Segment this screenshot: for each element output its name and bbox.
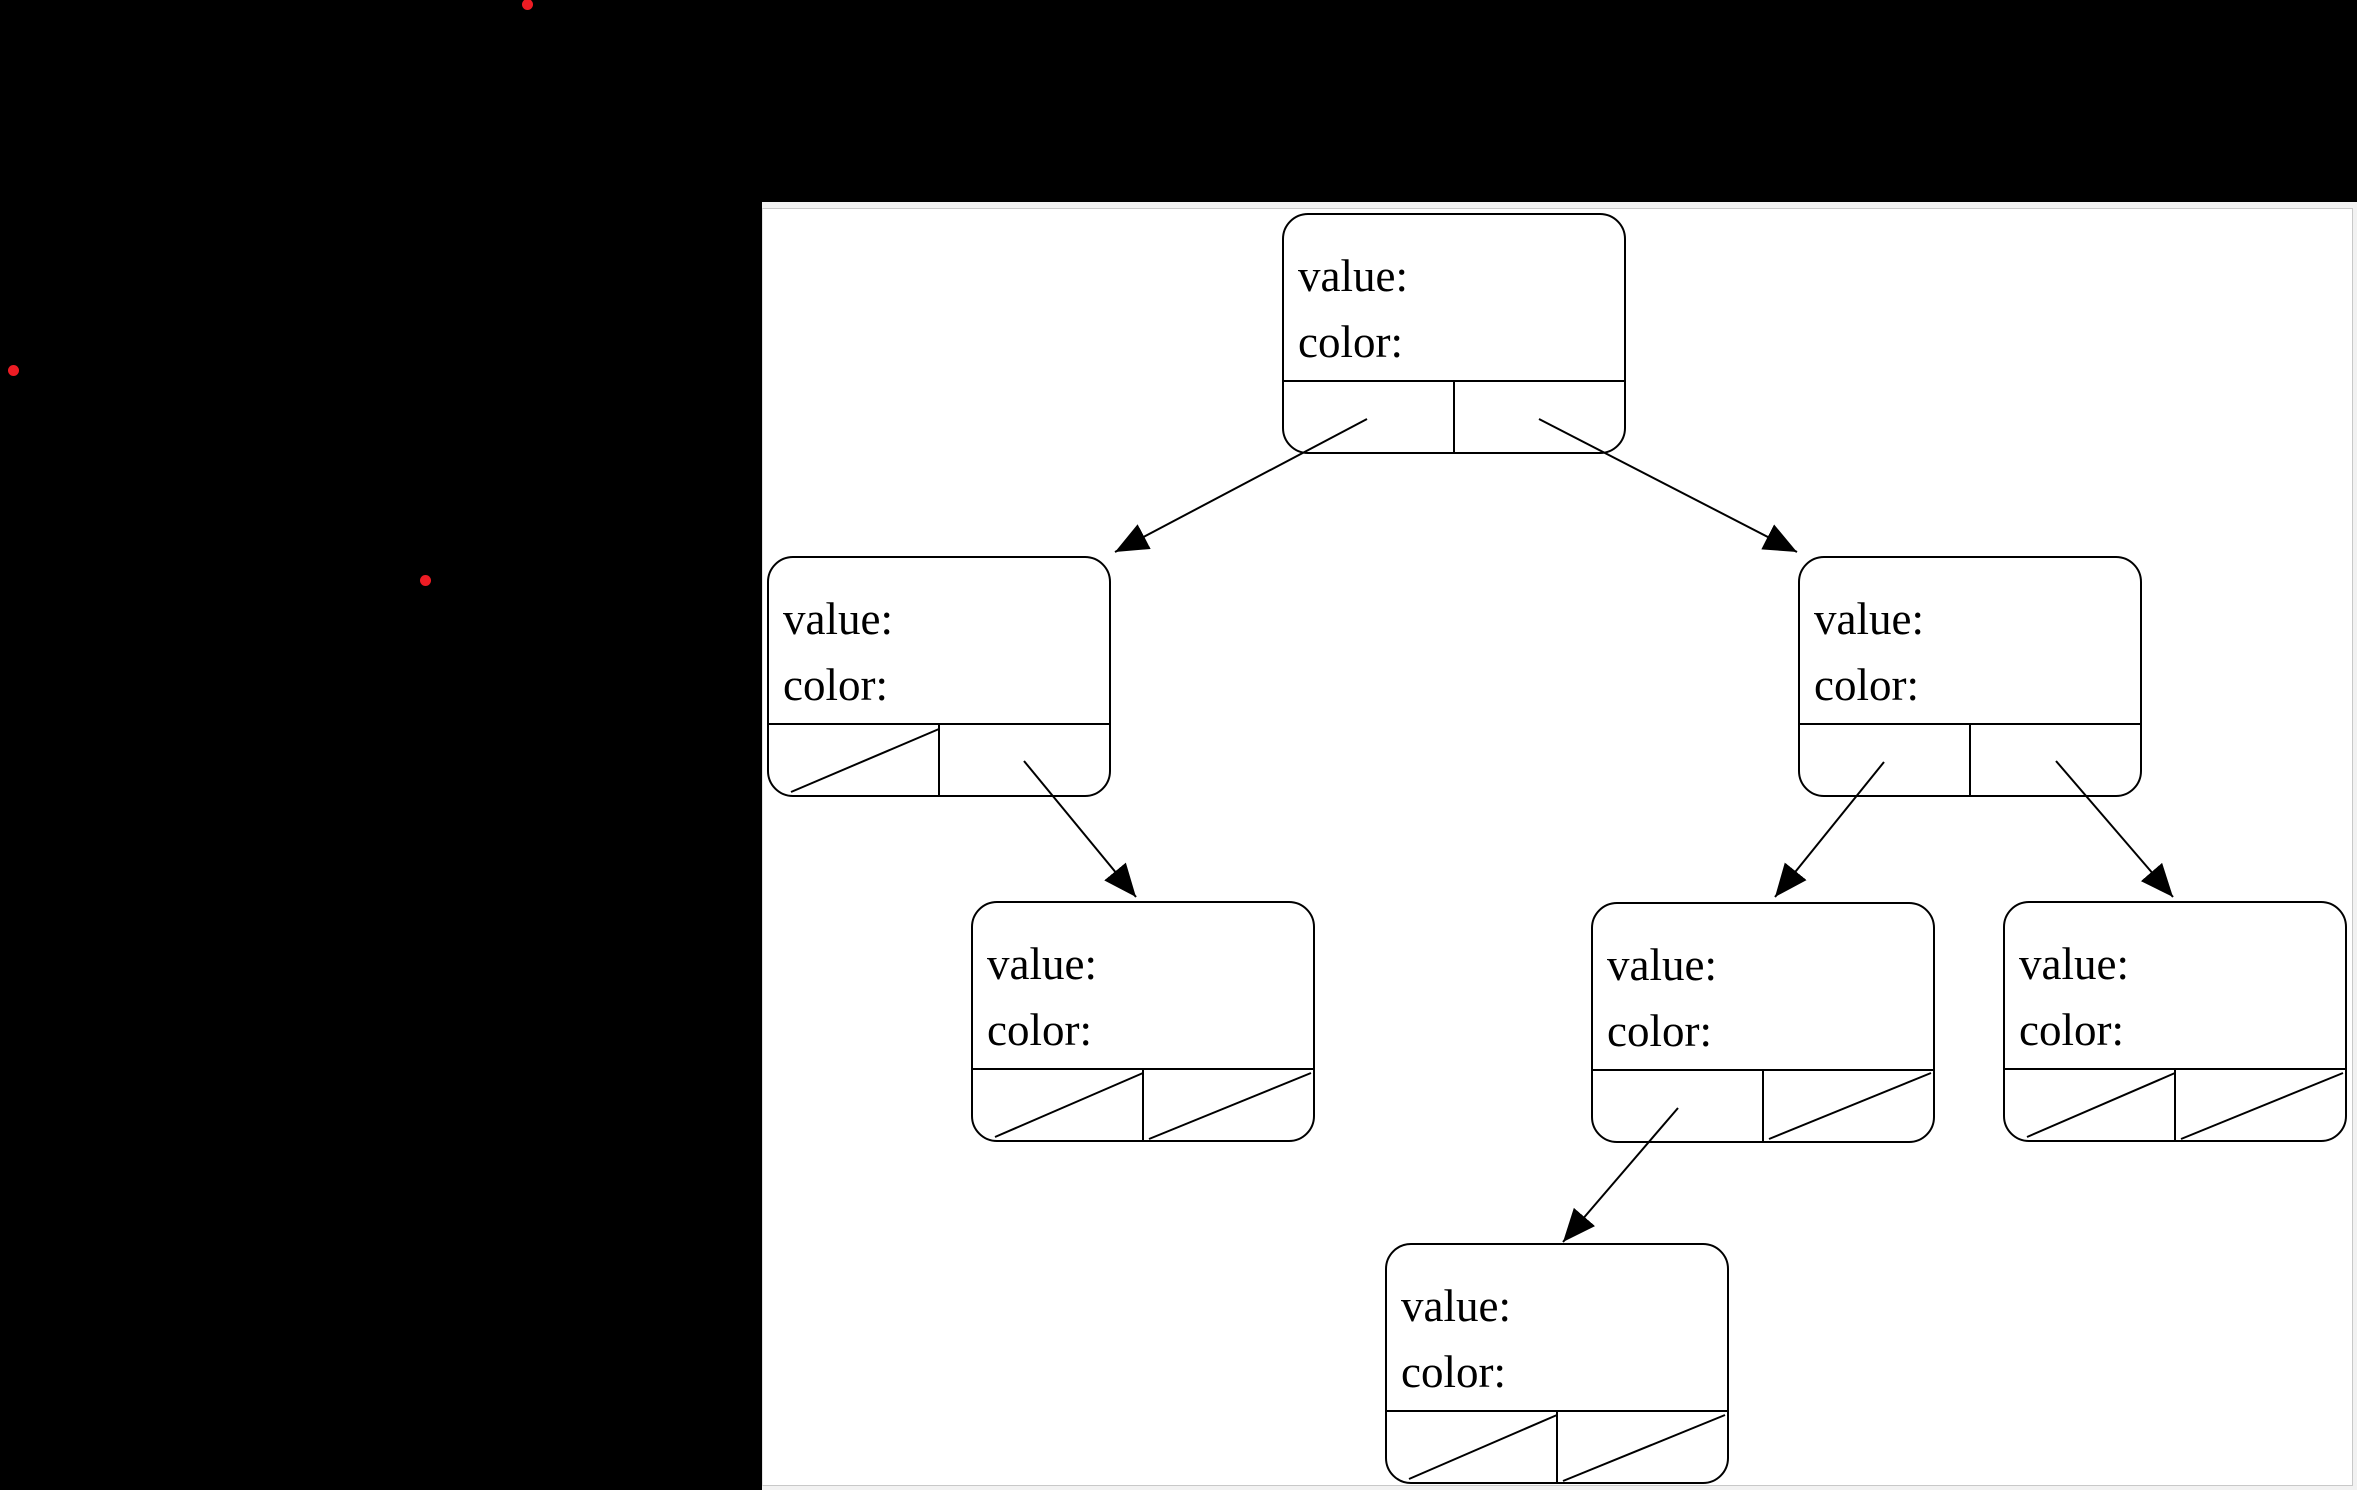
tree-node-root: value: color: (1282, 213, 1626, 454)
value-label: value: (1814, 594, 1924, 644)
left-pointer-cell (769, 725, 940, 795)
left-pointer-cell (1593, 1071, 1764, 1141)
value-label: value: (1607, 940, 1717, 990)
color-label: color: (783, 660, 888, 710)
node-fields: value: color: (1284, 215, 1624, 410)
node-fields: value: color: (1800, 558, 2140, 753)
red-marker-dot (522, 0, 533, 10)
left-pointer-cell (1284, 382, 1455, 452)
value-label: value: (1401, 1281, 1511, 1331)
diagram-window: value: color: value: color: (762, 202, 2357, 1490)
right-pointer-cell (940, 725, 1109, 795)
right-pointer-cell (1558, 1412, 1727, 1482)
tree-node-right-child: value: color: (1798, 556, 2142, 797)
tree-node-left-child: value: color: (767, 556, 1111, 797)
right-pointer-cell (1455, 382, 1624, 452)
node-fields: value: color: (769, 558, 1109, 753)
color-label: color: (2019, 1005, 2124, 1055)
value-label: value: (1298, 251, 1408, 301)
left-pointer-cell (2005, 1070, 2176, 1140)
color-label: color: (1607, 1006, 1712, 1056)
color-label: color: (1401, 1347, 1506, 1397)
pointer-cells (2005, 1068, 2345, 1140)
red-marker-dot (420, 575, 431, 586)
value-label: value: (987, 939, 1097, 989)
left-pointer-cell (1800, 725, 1971, 795)
value-label: value: (783, 594, 893, 644)
color-label: color: (987, 1005, 1092, 1055)
right-pointer-cell (2176, 1070, 2345, 1140)
color-label: color: (1298, 317, 1403, 367)
pointer-cells (1387, 1410, 1727, 1482)
right-pointer-cell (1144, 1070, 1313, 1140)
pointer-cells (1593, 1069, 1933, 1141)
diagram-canvas: value: color: value: color: (762, 208, 2353, 1486)
tree-node-right-right-grandchild: value: color: (2003, 901, 2347, 1142)
right-pointer-cell (1971, 725, 2140, 795)
tree-node-left-right-grandchild: value: color: (971, 901, 1315, 1142)
color-label: color: (1814, 660, 1919, 710)
red-marker-dot (8, 365, 19, 376)
left-pointer-cell (973, 1070, 1144, 1140)
left-pointer-cell (1387, 1412, 1558, 1482)
node-fields: value: color: (2005, 903, 2345, 1098)
tree-node-right-left-grandchild: value: color: (1591, 902, 1935, 1143)
tree-node-bottom: value: color: (1385, 1243, 1729, 1484)
node-fields: value: color: (1593, 904, 1933, 1099)
pointer-cells (1284, 380, 1624, 452)
pointer-cells (1800, 723, 2140, 795)
value-label: value: (2019, 939, 2129, 989)
node-fields: value: color: (1387, 1245, 1727, 1440)
node-fields: value: color: (973, 903, 1313, 1098)
pointer-cells (769, 723, 1109, 795)
pointer-cells (973, 1068, 1313, 1140)
right-pointer-cell (1764, 1071, 1933, 1141)
